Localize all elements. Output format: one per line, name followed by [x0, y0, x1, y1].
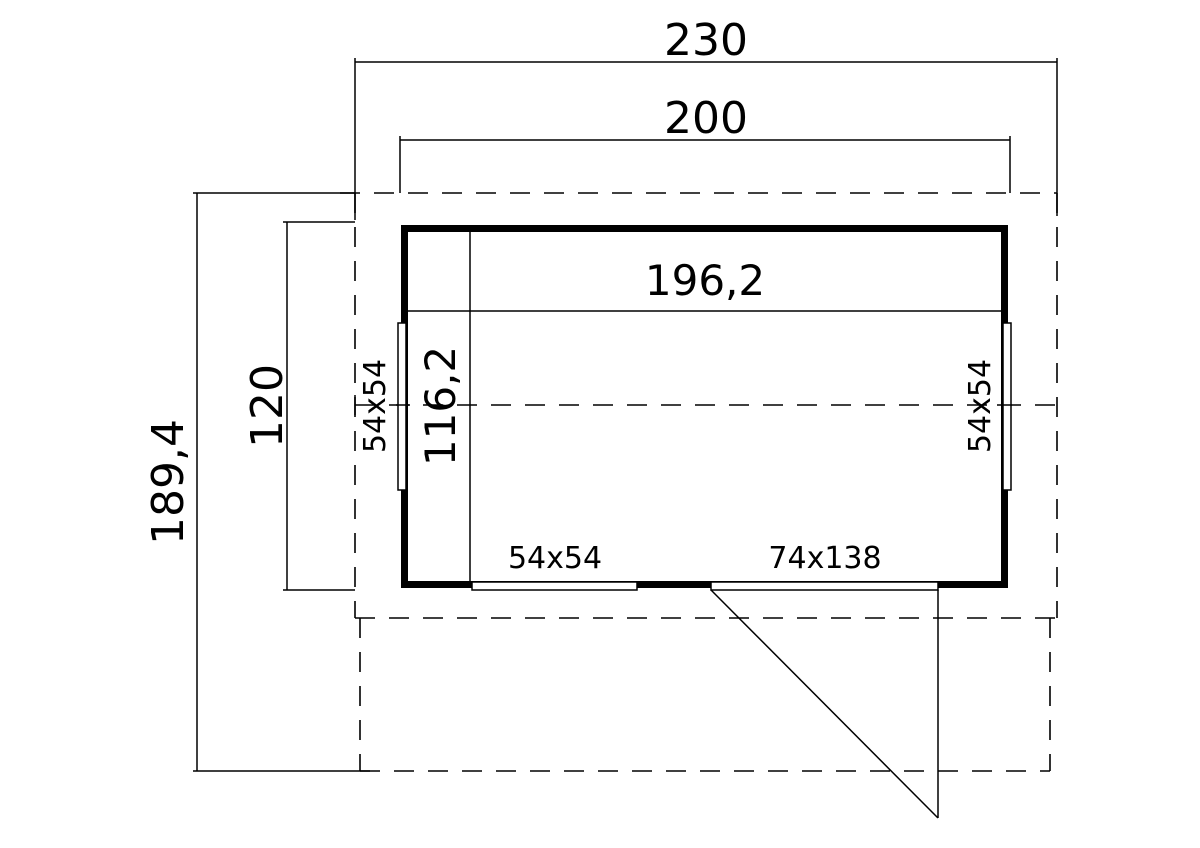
dimension-label-230: 230 — [664, 15, 748, 66]
dimension-floor-depth: 120 — [242, 221, 355, 591]
dimension-label-120: 120 — [242, 364, 293, 448]
dimension-label-189-4: 189,4 — [143, 419, 194, 545]
right-window — [1002, 322, 1012, 491]
dimension-roof-width: 230 — [354, 15, 1058, 220]
door-label: 74x138 — [768, 541, 881, 576]
door-swing-line — [710, 589, 939, 819]
right-window-label: 54x54 — [963, 359, 998, 453]
left-window — [397, 322, 407, 491]
dimension-label-116-2: 116,2 — [416, 346, 465, 466]
left-window-label: 54x54 — [358, 359, 393, 453]
roof-outline — [340, 192, 1058, 619]
front-window-label: 54x54 — [508, 541, 602, 576]
dimension-floor-width: 200 — [399, 93, 1011, 193]
door — [710, 581, 939, 591]
front-window — [471, 581, 638, 591]
dimension-label-200: 200 — [664, 93, 748, 144]
dimension-label-196-2: 196,2 — [645, 256, 765, 305]
dimension-total-depth: 189,4 — [143, 192, 370, 772]
terrace-outline — [359, 618, 1051, 772]
